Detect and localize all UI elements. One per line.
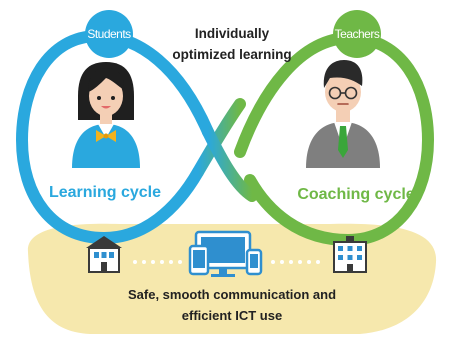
loop-crossing-down xyxy=(192,98,246,178)
loop-crossing-up xyxy=(202,126,258,202)
office-building-icon xyxy=(333,236,367,273)
platform-caption-line2: efficient ICT use xyxy=(182,308,282,323)
ict-devices-icon xyxy=(188,230,263,277)
connector-right xyxy=(271,260,320,264)
teachers-label: Teachers xyxy=(335,27,380,41)
school-building-icon xyxy=(86,236,122,273)
coaching-cycle-label: Coaching cycle xyxy=(297,186,414,203)
coaching-loop xyxy=(234,31,435,247)
student-girl-icon xyxy=(72,62,140,168)
teachers-badge: Teachers xyxy=(333,10,381,58)
teacher-man-icon xyxy=(306,60,380,168)
center-caption-line2: optimized learning xyxy=(172,47,291,62)
students-label: Students xyxy=(87,27,131,41)
students-badge: Students xyxy=(85,10,133,58)
connector-left xyxy=(133,260,182,264)
center-caption-line1: Individually xyxy=(195,26,270,41)
learning-cycle-label: Learning cycle xyxy=(49,184,161,201)
platform-caption-line1: Safe, smooth communication and xyxy=(128,287,336,302)
learning-loop xyxy=(15,29,214,245)
